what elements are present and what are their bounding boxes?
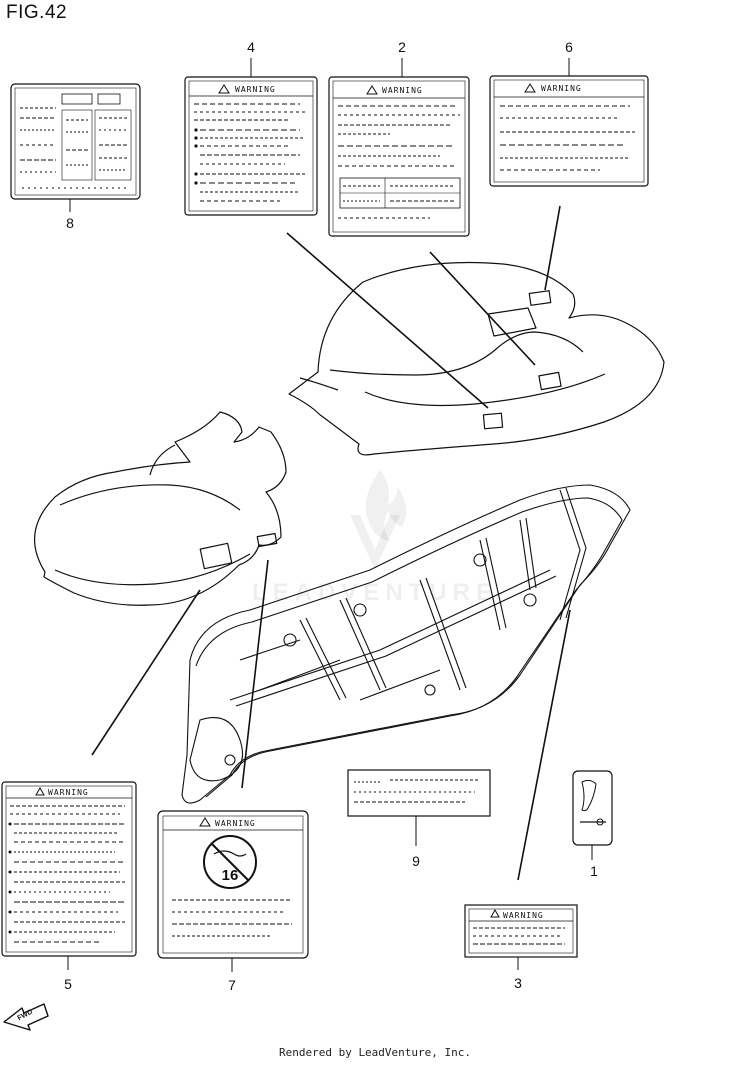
warning-triangle-icon <box>366 85 378 95</box>
warning-triangle-icon <box>35 786 45 796</box>
frame <box>181 484 631 804</box>
watermark-flame-icon <box>365 470 407 541</box>
label-2-warning-text: WARNING <box>382 86 423 95</box>
label-5-warning-text: WARNING <box>48 788 89 797</box>
rear-fender <box>288 261 665 456</box>
label-7-warning-text: WARNING <box>215 819 256 828</box>
warning-triangle-icon <box>524 83 536 93</box>
label-5-sticker[interactable]: WARNING <box>1 781 137 970</box>
label-3-sticker[interactable]: WARNING <box>464 904 578 970</box>
shift-lever-icon <box>581 779 597 812</box>
credit-line: Rendered by LeadVenture, Inc. <box>278 1046 472 1059</box>
watermark-v-icon <box>350 515 400 570</box>
warning-triangle-icon <box>218 84 230 94</box>
watermark: LEADVENTURE <box>252 470 498 606</box>
label-2-sticker[interactable]: WARNING <box>328 58 470 237</box>
leader-lines <box>91 205 571 881</box>
callout-9: 9 <box>412 853 420 869</box>
callout-6: 6 <box>565 39 573 55</box>
warning-triangle-icon <box>199 817 211 827</box>
callout-1: 1 <box>590 863 598 879</box>
label-1-sticker[interactable] <box>572 770 613 860</box>
watermark-text: LEADVENTURE <box>252 579 498 606</box>
age-limit-number: 16 <box>222 867 239 884</box>
callout-3: 3 <box>514 975 522 991</box>
callout-4: 4 <box>247 39 255 55</box>
label-4-sticker[interactable]: WARNING <box>184 58 318 216</box>
callout-2: 2 <box>398 39 406 55</box>
figure-title: FIG.42 <box>6 2 68 23</box>
label-8-sticker[interactable] <box>10 83 141 212</box>
age-prohibition-icon <box>203 835 257 889</box>
label-9-sticker[interactable] <box>347 769 491 846</box>
warning-triangle-icon <box>490 908 500 918</box>
label-3-warning-text: WARNING <box>503 911 544 920</box>
forward-direction-arrow-icon: FWD <box>3 1003 49 1031</box>
callout-8: 8 <box>66 215 74 231</box>
label-6-sticker[interactable]: WARNING <box>489 58 649 187</box>
callout-7: 7 <box>228 977 236 993</box>
label-6-warning-text: WARNING <box>541 84 582 93</box>
front-fender <box>34 411 287 606</box>
callout-5: 5 <box>64 976 72 992</box>
label-4-warning-text: WARNING <box>235 85 276 94</box>
label-7-sticker[interactable]: WARNING 16 <box>157 810 309 972</box>
